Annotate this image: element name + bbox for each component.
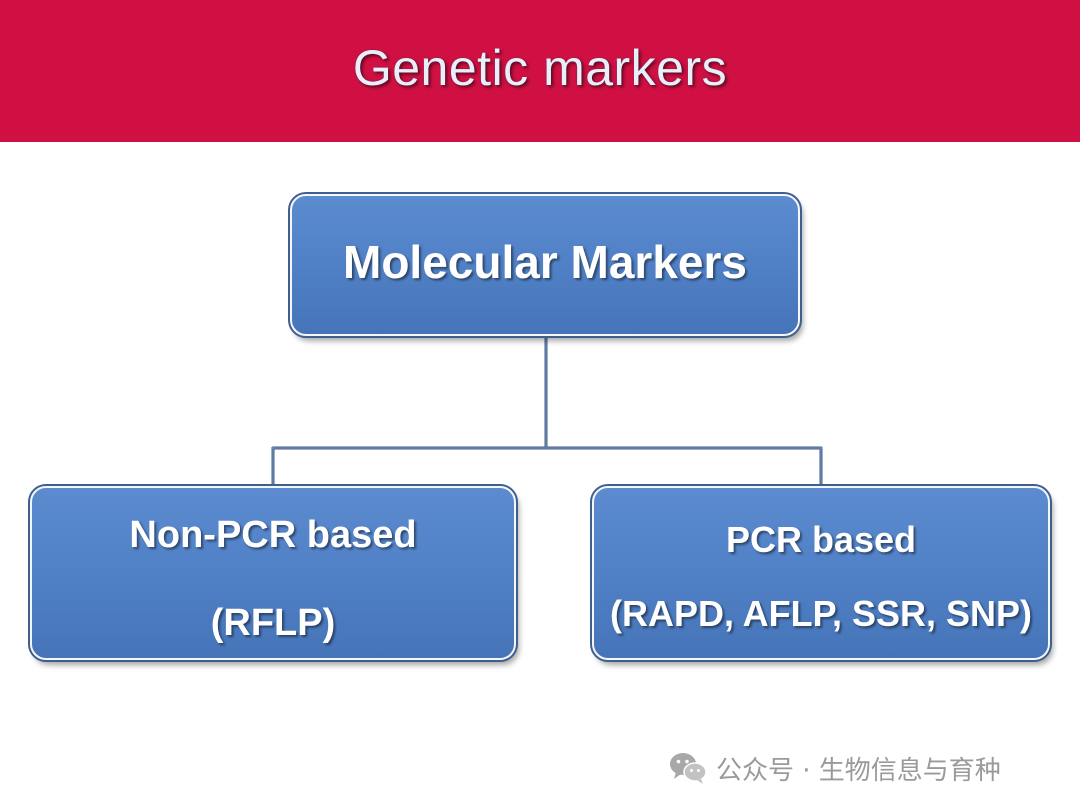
title-banner: Genetic markers [0, 0, 1080, 142]
node-pcr-based: PCR based (RAPD, AFLP, SSR, SNP) [590, 484, 1052, 662]
node-molecular-markers: Molecular Markers [288, 192, 802, 338]
node-right-detail: (RAPD, AFLP, SSR, SNP) [609, 593, 1033, 634]
node-left-label: Non-PCR based [129, 514, 417, 556]
node-right-label: PCR based [725, 519, 917, 560]
node-root-label: Molecular Markers [343, 236, 747, 288]
watermark: 公众号 · 生物信息与育种 [668, 748, 1001, 788]
wechat-icon [670, 753, 707, 784]
node-non-pcr-based: Non-PCR based (RFLP) [28, 484, 518, 662]
node-left-detail: (RFLP) [210, 602, 336, 644]
watermark-text: 公众号 · 生物信息与育种 [716, 755, 1001, 786]
slide-title: Genetic markers [352, 40, 728, 96]
